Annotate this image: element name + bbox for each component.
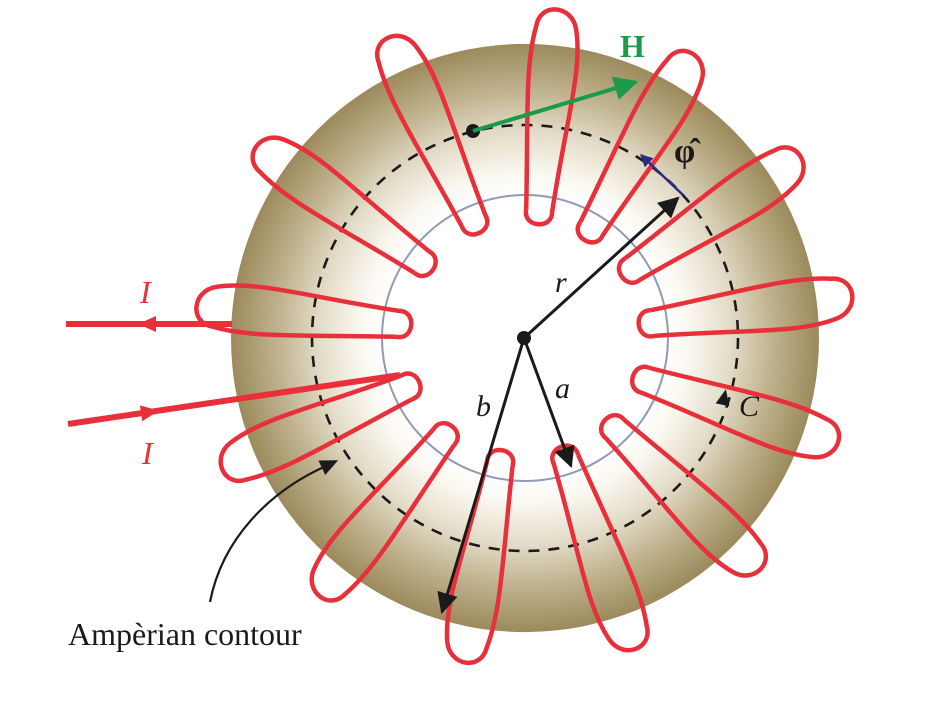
current-in-label: I [141, 435, 154, 471]
coil-turn-10 [218, 371, 423, 484]
H-label: H [620, 28, 645, 64]
coil-turn-5 [630, 364, 842, 460]
coil-turn-1 [523, 7, 580, 227]
coil-turn-3 [616, 145, 806, 285]
radius-a-arrow [522, 337, 575, 468]
coil-turn-13 [374, 33, 490, 237]
C-label: C [739, 390, 760, 423]
amperian-contour-label: Ampèrian contour [68, 616, 302, 652]
amperian-label-leader-arrowhead [318, 460, 339, 476]
a-label: a [555, 372, 570, 405]
coil-turn-11 [194, 283, 414, 340]
phi-hat-arrow [640, 154, 684, 196]
current-out-label: I [139, 274, 152, 310]
coil-turn-7 [550, 443, 650, 653]
current-lead-in [67, 372, 401, 427]
contour-direction-arrowhead [715, 389, 730, 407]
toroid-core [230, 43, 820, 633]
coil-windings [194, 7, 855, 666]
H-vector-arrow [472, 76, 639, 133]
coil-turn-12 [250, 135, 438, 279]
b-label: b [476, 390, 491, 423]
coil-turn-2 [575, 48, 706, 245]
current-lead-in-arrowhead [139, 405, 159, 422]
r-label: r [555, 266, 567, 299]
current-lead-out-arrowhead [138, 316, 156, 332]
coil-turn-9 [309, 421, 460, 603]
coil-turn-6 [598, 412, 769, 578]
coil-turn-4 [636, 276, 855, 339]
radius-r-arrow [522, 196, 680, 340]
amperian-label-leader [208, 464, 327, 603]
radius-b-arrow [437, 337, 526, 615]
